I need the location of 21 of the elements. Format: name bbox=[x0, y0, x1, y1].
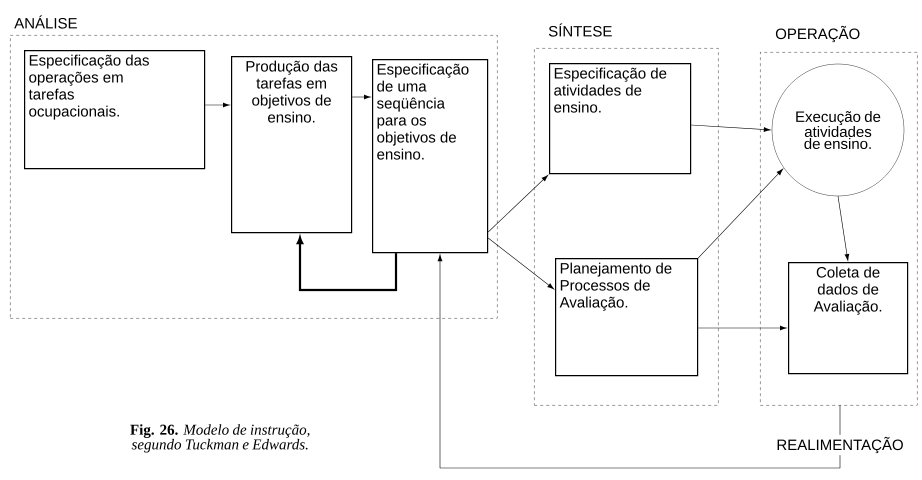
arrow bbox=[838, 196, 850, 261]
arrow bbox=[488, 174, 548, 232]
region-heading: OPERAÇÃO bbox=[776, 26, 860, 42]
feedback-arrow bbox=[438, 254, 840, 468]
arrow bbox=[488, 238, 554, 290]
process-box: Planejamento de Processos de Avaliação. bbox=[555, 258, 698, 376]
arrow bbox=[352, 94, 371, 100]
edge-label: REALIMENTAÇÃO bbox=[774, 434, 906, 456]
process-box: Especificação de uma seqüência para os objetivos de ensino. bbox=[372, 59, 488, 254]
process-box: Especificação de atividades de ensino. bbox=[549, 63, 692, 174]
process-box: Especificação das operações em tarefas ocupacionais. bbox=[24, 50, 206, 170]
region-heading: ANÁLISE bbox=[14, 15, 77, 29]
process-box: Produção das tarefas em objetivos de ensino. bbox=[231, 56, 352, 234]
figure-caption: Fig. 26. Modelo de instrução, segundo Tuckman e Edwards. bbox=[130, 424, 310, 453]
arrow bbox=[698, 326, 787, 330]
arrow bbox=[204, 102, 230, 108]
process-box: Coleta de dados de Avaliação. bbox=[788, 262, 908, 374]
arrow bbox=[698, 168, 784, 258]
region-heading: SÍNTESE bbox=[548, 23, 612, 37]
arrow bbox=[296, 236, 398, 292]
arrow bbox=[690, 124, 771, 132]
